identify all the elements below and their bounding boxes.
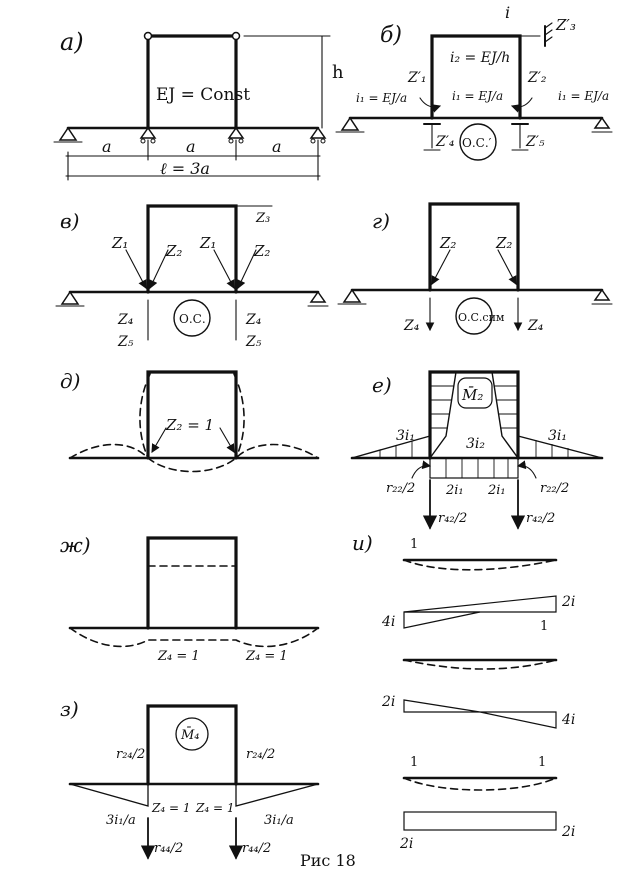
panel-label-i: и) (352, 531, 373, 555)
panel-label-g: г) (372, 209, 390, 233)
panel-v: в) Z₃ Z₁ Z₂ Z₁ Z₂ Z₄ Z₅ Z₄ Z₅ О.С. (55, 204, 329, 350)
z3-label-v: Z₃ (255, 211, 270, 226)
i1-mid-label: i₁ = EJ/a (452, 89, 503, 103)
roller-support-v-right (307, 290, 329, 307)
z2-label-g-left: Z₂ (439, 234, 456, 252)
z4-label-v-right: Z₄ (245, 312, 262, 328)
span-a-2: a (186, 137, 196, 156)
z5-label-v-right: Z₅ (245, 334, 262, 350)
panel-i: и) 1 2i 4i 1 2i 4i 1 1 2i 2i (352, 531, 575, 852)
panel-zh: ж) Z₄ = 1 Z₄ = 1 (60, 533, 320, 664)
span-a-3: a (272, 137, 282, 156)
panel-label-zh: ж) (60, 533, 91, 557)
m-3i2-mid: 3i₂ (466, 436, 485, 452)
figure-caption: Рис 18 (300, 851, 356, 870)
i1-left-label: i₁ = EJ/a (356, 91, 407, 105)
span-a-1: a (102, 137, 112, 156)
r22-left: r₂₂/2 (386, 481, 415, 496)
m-3i1-a-left: 3i₁/a (106, 813, 136, 828)
panel-a: а) EJ = Const h (53, 28, 344, 181)
z3-prime-label: Z′₃ (555, 16, 576, 34)
z2-label-v-right: Z₂ (253, 242, 270, 260)
r42-right: r₄₂/2 (526, 511, 555, 526)
m2-bar-label: M̄₂ (461, 386, 483, 404)
unit-rotation-1c: 1 (410, 755, 418, 770)
z1-label-v-right: Z₁ (199, 234, 216, 252)
z1-prime-label: Z′₁ (407, 70, 427, 86)
z1-label-v-left: Z₁ (111, 234, 128, 252)
two-i1-right: 2i₁ (487, 483, 506, 498)
unit-rotation-1d: 1 (538, 755, 546, 770)
four-i-b: 4i (561, 712, 575, 728)
z2-eq-1-label: Z₂ = 1 (165, 416, 214, 434)
r44-right: r₄₄/2 (242, 841, 271, 856)
z2-label-v-left: Z₂ (165, 242, 182, 260)
i-top-label: i (505, 3, 510, 22)
i2-label: i₂ = EJ/h (450, 50, 510, 66)
two-i-d: 2i (561, 824, 575, 840)
panel-d: д) Z₂ = 1 (60, 369, 320, 473)
z2-label-g-right: Z₂ (495, 234, 512, 252)
panel-z: з) M̄₄ r₂₄/2 r₂₄/2 3i₁/a 3i₁/a Z₄ = 1 Z₄… (60, 697, 356, 870)
fixed-support-b-mid-left (423, 123, 441, 151)
ei-const-label: EJ = Const (156, 85, 250, 105)
four-i-a: 4i (381, 614, 395, 630)
panel-b: б) i Z′₃ i₂ = EJ/h i₁ = EJ/a i₁ = EJ/a i… (335, 3, 613, 161)
pin-support-left (53, 126, 83, 143)
r42-left: r₄₂/2 (438, 511, 467, 526)
r44-left: r₄₄/2 (154, 841, 183, 856)
r22-right: r₂₂/2 (540, 481, 569, 496)
height-label: h (332, 62, 344, 83)
z4-label-g-right: Z₄ (527, 318, 544, 334)
pin-support-g-left (337, 288, 367, 305)
m4-bar-label: M̄₄ (180, 727, 200, 743)
os-prime-label: О.С.′ (462, 136, 492, 150)
panel-label-b: б) (380, 23, 402, 48)
os-label-v: О.С. (179, 312, 206, 326)
z4-prime-label: Z′₄ (435, 134, 455, 150)
roller-support-right (309, 126, 327, 144)
fixed-support-b-mid-right (511, 123, 529, 151)
z4-eq-1-z-left: Z₄ = 1 (151, 801, 190, 815)
roller-support-mid-right (227, 126, 245, 144)
z4-eq-1-left: Z₄ = 1 (157, 649, 200, 664)
roller-support-b-right (591, 116, 613, 133)
panel-label-d: д) (60, 369, 80, 393)
total-length-label: ℓ = 3a (160, 159, 210, 178)
panel-label-e: е) (372, 373, 392, 397)
pin-support-b-left (335, 116, 365, 133)
two-i1-left: 2i₁ (445, 483, 464, 498)
panel-label-z: з) (60, 697, 79, 721)
z4-label-v-left: Z₄ (117, 312, 134, 328)
z2-prime-label: Z′₂ (527, 70, 547, 86)
z4-eq-1-z-right: Z₄ = 1 (195, 801, 234, 815)
unit-rotation-1b: 1 (540, 619, 548, 634)
pin-support-v-left (55, 290, 85, 307)
r24-right: r₂₄/2 (246, 747, 275, 762)
roller-support-mid-left (139, 126, 157, 144)
m-3i1-right: 3i₁ (548, 428, 567, 444)
two-i-a: 2i (561, 594, 575, 610)
m-3i1-a-right: 3i₁/a (264, 813, 294, 828)
i1-right-label: i₁ = EJ/a (558, 89, 609, 103)
two-i-c: 2i (399, 836, 413, 852)
panel-label-a: а) (60, 28, 84, 56)
roller-support-g-right (591, 288, 613, 305)
r24-left: r₂₄/2 (116, 747, 145, 762)
panel-e: е) (350, 370, 604, 530)
unit-rotation-1a: 1 (410, 537, 418, 552)
panel-label-v: в) (60, 209, 79, 233)
two-i-b: 2i (381, 694, 395, 710)
z4-eq-1-right: Z₄ = 1 (245, 649, 288, 664)
fixed-support-top-right (544, 22, 553, 47)
panel-g: г) Z₂ Z₂ Z₄ Z₄ О.С.сим (337, 202, 613, 335)
m-3i1-left: 3i₁ (396, 428, 415, 444)
z5-prime-label: Z′₅ (525, 134, 545, 150)
z4-label-g-left: Z₄ (403, 318, 420, 334)
z5-label-v-left: Z₅ (117, 334, 134, 350)
os-sym-label-g: О.С.сим (458, 311, 505, 324)
